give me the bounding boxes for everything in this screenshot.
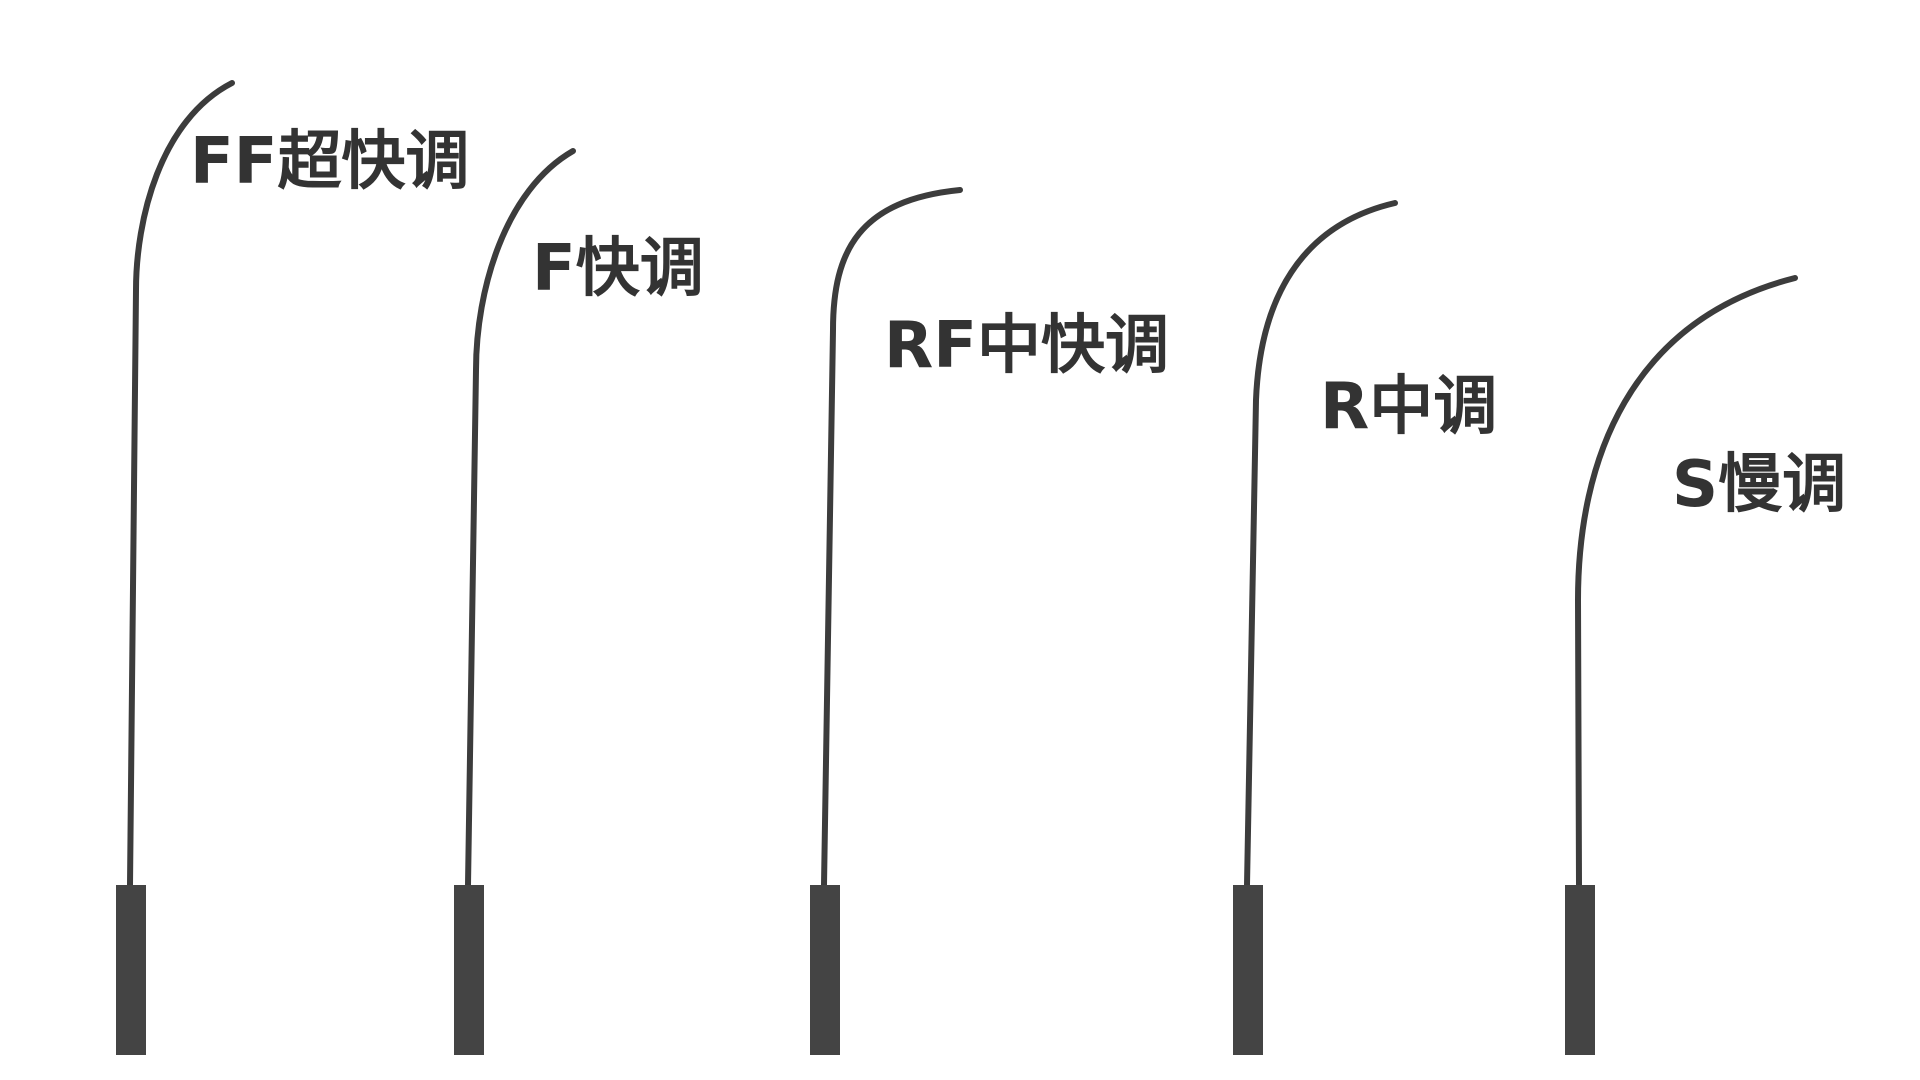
rod-r-handle bbox=[1233, 885, 1263, 1055]
rod-rf-label: RF中快调 bbox=[884, 309, 1169, 383]
rod-r bbox=[1233, 200, 1398, 1055]
rod-s-handle bbox=[1565, 885, 1595, 1055]
rod-s bbox=[1565, 275, 1798, 1055]
rod-ff-label: FF超快调 bbox=[190, 125, 470, 199]
rod-f-handle bbox=[454, 885, 484, 1055]
rod-r-blank bbox=[1244, 200, 1398, 888]
rod-s-blank bbox=[1574, 275, 1798, 888]
rod-s-label: S慢调 bbox=[1672, 448, 1847, 522]
rod-rf-blank bbox=[821, 187, 963, 888]
rod-f-blank bbox=[465, 148, 576, 888]
rod-f bbox=[454, 148, 576, 1055]
rod-r-label: R中调 bbox=[1320, 370, 1498, 444]
rod-ff-handle bbox=[116, 885, 146, 1055]
rod-f-label: F快调 bbox=[532, 232, 704, 306]
rod-ff bbox=[116, 80, 235, 1055]
rod-rf-handle bbox=[810, 885, 840, 1055]
rod-ff-blank bbox=[127, 80, 235, 888]
rod-rf bbox=[810, 187, 963, 1055]
